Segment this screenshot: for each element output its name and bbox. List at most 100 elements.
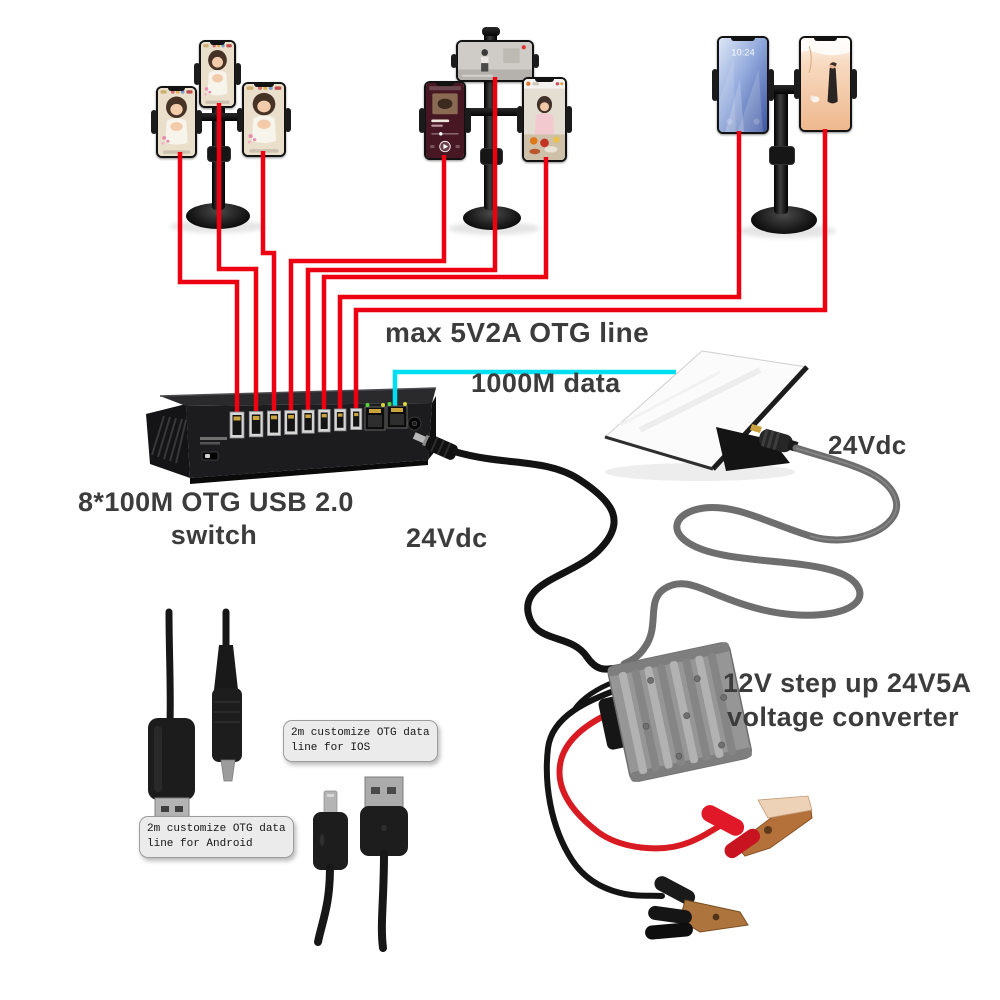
ethernet-port-1 <box>364 406 386 431</box>
note-ios-line2: line for IOS <box>291 742 371 754</box>
black-clip-jaw-boot <box>645 922 693 940</box>
red-clip-lever-boot <box>724 828 761 859</box>
converter-wire-boot <box>598 696 629 750</box>
tablet-reflection <box>619 370 721 427</box>
red-clip-boot <box>701 805 745 836</box>
livestream-screen-art <box>158 88 195 156</box>
usb-port <box>266 410 281 437</box>
phone-screen <box>524 79 565 160</box>
red-clip-upper-jaw <box>757 795 813 819</box>
phone-wallpaper <box>794 36 857 132</box>
plug-collar <box>422 434 431 447</box>
black-clip-boot <box>654 876 696 905</box>
red-clip-rivet <box>764 826 772 834</box>
ethernet-port-2 <box>386 405 408 429</box>
converter-screws <box>642 675 728 760</box>
tablet-display <box>603 350 809 481</box>
note-ios-cable: 2m customize OTG data line for IOS <box>283 720 438 762</box>
ethernet-port-2-pins <box>391 408 403 412</box>
black-clip-jaw-boot <box>648 905 692 925</box>
plug-tip <box>412 432 427 444</box>
battery-wire-red <box>556 701 723 852</box>
switch-front-face <box>186 403 432 478</box>
micro-usb-tip <box>220 759 236 782</box>
phone-screen <box>458 42 532 80</box>
phone-livestream-2 <box>151 86 202 158</box>
livestream-screen-art <box>244 84 284 155</box>
plug-body <box>425 435 458 460</box>
label-switch-line1: 8*100M OTG USB 2.0 <box>78 487 354 517</box>
black-clip-copper-jaw <box>679 899 749 933</box>
label-24vdc-switch: 24Vdc <box>406 523 488 553</box>
usb-ports <box>229 408 363 439</box>
phone-screen <box>201 42 234 106</box>
otg-cable-1 <box>177 152 240 424</box>
livestream-screen-art <box>201 42 234 106</box>
cable-wire <box>377 850 388 952</box>
ethernet-port-1-pins <box>369 409 381 413</box>
led-yellow <box>403 402 407 406</box>
alligator-clip-black <box>645 876 749 940</box>
otg-cable-android <box>148 608 242 823</box>
phone-notch <box>254 84 274 87</box>
phone-video-landscape <box>451 40 539 82</box>
usb-port <box>301 409 315 434</box>
phone-notch <box>731 38 755 41</box>
phone-livestream-1 <box>194 40 241 108</box>
led-green <box>387 402 392 406</box>
lockscreen-art: 10:24 <box>719 38 767 132</box>
switch-top-edge-highlight <box>159 387 437 397</box>
usb-a-shield <box>364 776 404 809</box>
otg-cable-ios <box>313 776 408 952</box>
power-cable-24v <box>452 448 622 673</box>
phone-music-player <box>419 81 471 160</box>
alligator-clip-red <box>701 795 813 859</box>
usb-port <box>284 410 298 435</box>
phone-lockscreen: 10:24 <box>712 36 774 134</box>
stand-top-clamp <box>482 27 500 36</box>
tablet-cable-barrel <box>758 428 799 453</box>
lightning-tip <box>323 790 338 815</box>
tablet-panel <box>603 350 809 470</box>
tablet-reflection <box>638 367 762 433</box>
phone-notch <box>435 83 455 86</box>
label-voltage-converter: 12V step up 24V5A voltage converter <box>723 666 971 734</box>
tablet-connector-pin <box>750 424 762 433</box>
usb-port <box>229 411 245 439</box>
phone-screen <box>426 83 464 158</box>
micro-usb-grip <box>212 688 242 762</box>
phone-notch <box>167 88 186 91</box>
usb-port <box>317 409 331 433</box>
switch-front-print <box>200 442 220 445</box>
converter-wire-stub <box>571 679 617 713</box>
dc-power-jack <box>407 416 422 431</box>
tablet-shadow <box>605 463 795 481</box>
usb-port <box>350 408 363 431</box>
label-1000m-data: 1000M data <box>471 368 621 398</box>
label-24vdc-tablet: 24Vdc <box>828 430 907 460</box>
usb-port <box>248 411 264 438</box>
switch-vent-grille <box>151 415 187 464</box>
led-green <box>365 403 370 407</box>
usb-switch <box>146 387 437 484</box>
tablet-bezel-edge <box>711 365 809 471</box>
black-clip-rivet <box>712 913 720 921</box>
ethernet-port-1-slot <box>368 415 382 427</box>
label-converter-line2: voltage converter <box>727 702 959 732</box>
lockscreen-time: 10:24 <box>731 47 754 58</box>
switch-toggle-nub <box>205 454 210 458</box>
label-switch-line2: switch <box>170 520 258 550</box>
otg-cable-3 <box>260 151 277 424</box>
cable-wire <box>314 864 334 946</box>
phone-notch <box>813 38 838 41</box>
label-switch: 8*100M OTG USB 2.0 switch <box>78 486 354 552</box>
stand-knob <box>480 148 503 165</box>
tablet-power-cable <box>620 444 901 668</box>
phone-notch <box>209 42 226 45</box>
ethernet-port-2-slot <box>390 414 404 425</box>
usb-a-grip <box>148 718 195 800</box>
note-ios-line1: 2m customize OTG data <box>291 727 430 739</box>
label-otg-line: max 5V2A OTG line <box>385 317 650 348</box>
dc-barrel-plug <box>412 432 458 460</box>
